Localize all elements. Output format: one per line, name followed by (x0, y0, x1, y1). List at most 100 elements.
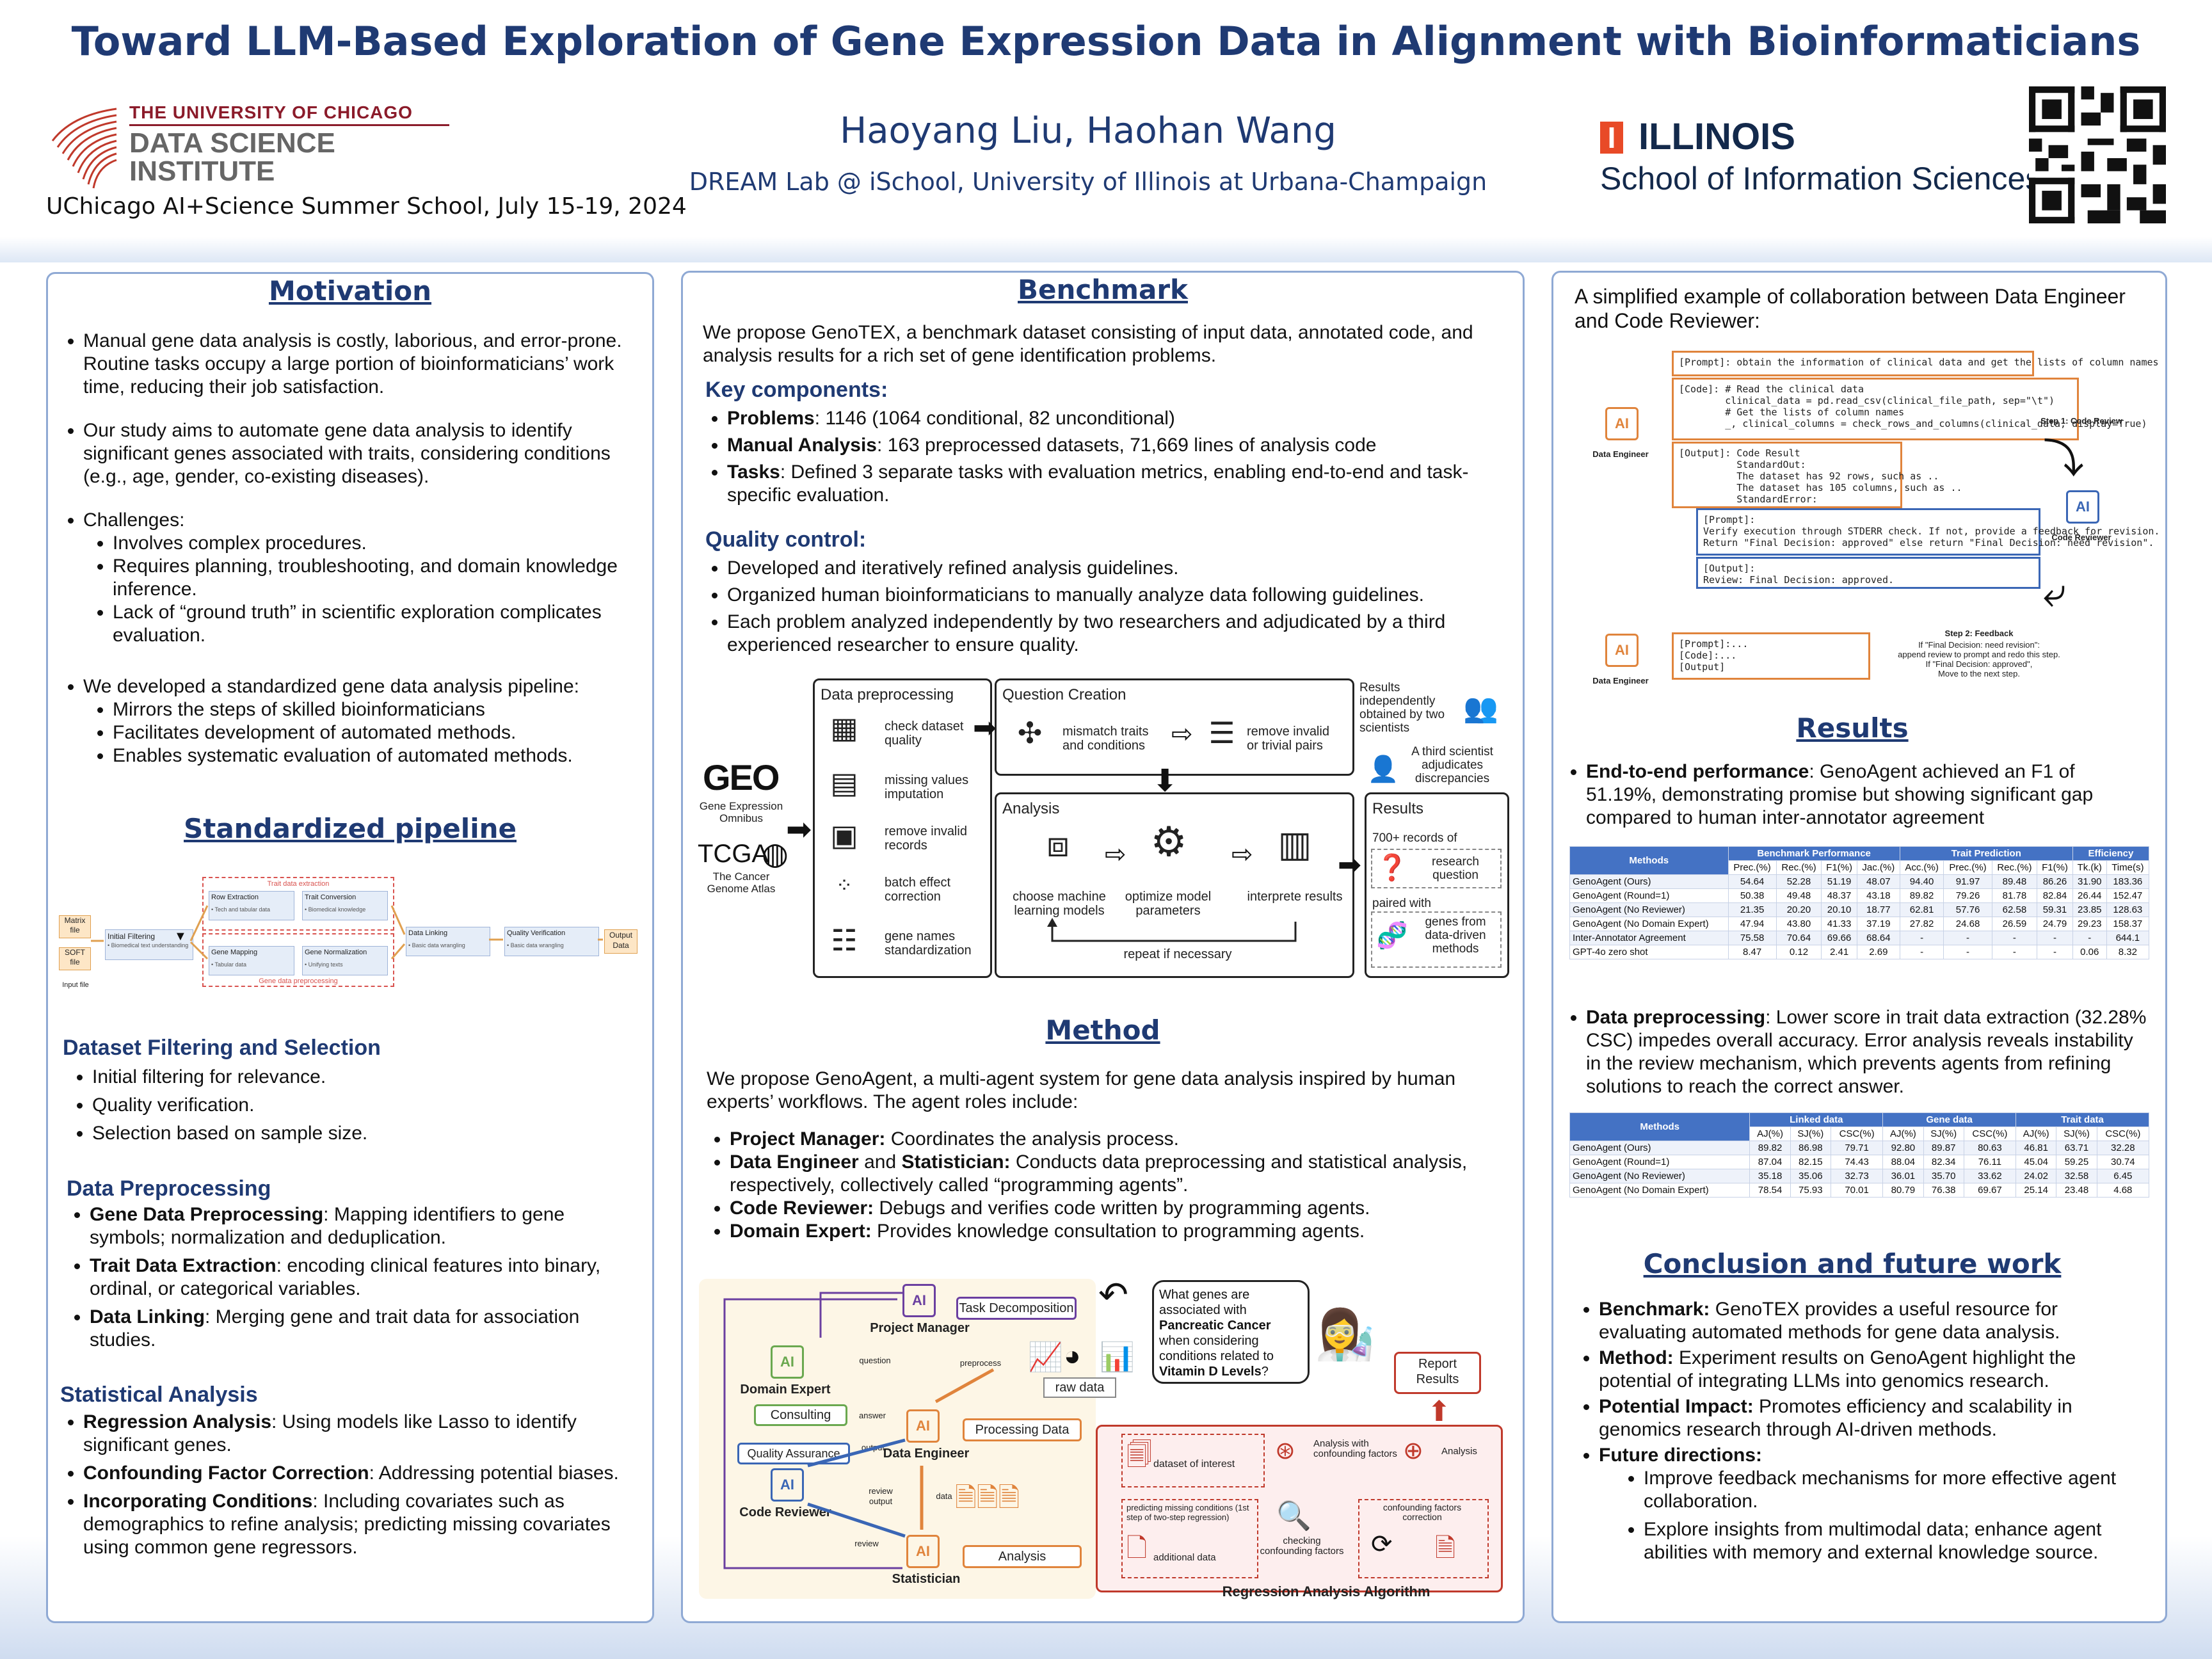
quality-verification-label: Quality Verification (507, 929, 566, 937)
table-cell: 2.69 (1856, 945, 1900, 959)
qr-code-icon[interactable] (2029, 86, 2166, 223)
trait-conversion: Trait Conversion • Biomedical knowledge (302, 891, 388, 920)
table-cell: 86.98 (1790, 1141, 1831, 1155)
key-text-2: : 163 preprocessed datasets, 71,669 line… (876, 435, 1377, 456)
table-cell: 29.23 (2072, 917, 2107, 931)
gene-normalization: Gene Normalization • Unifying texts (302, 946, 388, 975)
method-diagram: AI Project Manager Task Decomposition ↶ … (699, 1274, 1509, 1607)
bar-grid-icon: ▤ (830, 766, 858, 799)
table-cell: Inter-Annotator Agreement (1569, 931, 1729, 945)
e2e-term: End-to-end performance (1586, 761, 1809, 782)
stat-item-1: Regression Analysis: Using models like L… (83, 1411, 640, 1457)
analysis-wave-icon: ⊛ (1275, 1438, 1295, 1464)
table-column-header: Jac.(%) (1856, 860, 1900, 875)
step2-label: Step 2: Feedback (1944, 629, 2014, 638)
table-cell: - (1899, 945, 1944, 959)
gene-mapping: Gene Mapping • Tabular data (209, 946, 294, 975)
prep-step-1: check dataset quality (885, 719, 964, 748)
query-bubble: What genes are associated with Pancreati… (1152, 1280, 1310, 1384)
consulting-box: Consulting (754, 1404, 847, 1426)
table-group-header: Efficiency (2072, 846, 2150, 861)
table-cell: 32.28 (2096, 1141, 2150, 1155)
table-cell: 87.04 (1749, 1155, 1791, 1169)
table-column-header: F1(%) (1821, 860, 1857, 875)
row-extraction: Row Extraction • Tech and tabular data (209, 891, 294, 920)
code-reviewer-chip-1: AI (2066, 490, 2099, 524)
chart-remove-icon: ▣ (830, 819, 858, 852)
genes-label: genes from data-driven methods (1425, 915, 1486, 956)
step1-label: Step 1: Code Review (2040, 416, 2122, 426)
table-cell: 21.35 (1727, 902, 1777, 917)
task-decomposition-box: Task Decomposition (956, 1297, 1077, 1320)
key-item-2: Manual Analysis: 163 preprocessed datase… (727, 434, 1503, 457)
data-engineer-label-1: Data Engineer (1592, 449, 1649, 459)
dataset-filtering-list: Initial filtering for relevance. Quality… (64, 1066, 634, 1150)
conclusion-term-1: Benchmark: (1599, 1299, 1710, 1320)
role-term-1: Project Manager: (730, 1128, 886, 1150)
filtering-bullet-2: Quality verification. (92, 1094, 634, 1117)
e2e-text: : GenoAgent achieved an F1 of 51.19%, de… (1586, 761, 2094, 828)
results-heading: Results (1796, 712, 1909, 744)
data-preprocessing-heading: Data Preprocessing (67, 1176, 271, 1201)
trait-conversion-label: Trait Conversion (305, 894, 357, 901)
table-cell: GenoAgent (No Reviewer) (1569, 1169, 1751, 1183)
quality-control-heading: Quality control: (705, 527, 867, 552)
query-condition: Vitamin D Levels (1159, 1365, 1262, 1379)
table-cell: - (2072, 931, 2107, 945)
conclusion-text-2: Experiment results on GenoAgent highligh… (1599, 1347, 2076, 1391)
preprocessing-item-1: Gene Data Preprocessing: Mapping identif… (90, 1203, 640, 1249)
conclusion-text-1: GenoTEX provides a useful resource for e… (1599, 1299, 2060, 1343)
table-cell: - (1943, 931, 1992, 945)
key-text-1: : 1146 (1064 conditional, 82 uncondition… (814, 408, 1175, 429)
role-term-4: Domain Expert: (730, 1221, 872, 1242)
table-cell: 82.15 (1790, 1155, 1831, 1169)
challenge-1: Involves complex procedures. (113, 532, 634, 555)
table-cell: 48.07 (1856, 874, 1900, 889)
document-red-icon: 🗎 (1435, 1534, 1456, 1562)
table-cell: - (1991, 945, 2038, 959)
query-part-3: when considering conditions related to (1159, 1334, 1274, 1363)
prep-step-3: remove invalid records (885, 824, 967, 853)
preprocessing-item-3: Data Linking: Merging gene and trait dat… (90, 1306, 640, 1352)
analysis-step-2: optimize model parameters (1125, 890, 1212, 918)
results-prep: Data preprocessing: Lower score in trait… (1562, 1006, 2151, 1103)
table-column-header: Prec.(%) (1943, 860, 1992, 875)
project-manager-chip: AI (902, 1284, 936, 1317)
pipeline-diagram: Matrix file SOFT file Input file Initial… (55, 870, 644, 992)
stat-item-2: Confounding Factor Correction: Addressin… (83, 1462, 640, 1485)
bar-chart-icon: 📊 (1100, 1342, 1135, 1373)
collab-example: [Prompt]: obtain the information of clin… (1569, 344, 2160, 690)
records-label: 700+ records of (1372, 831, 1457, 845)
table-cell: 183.36 (2106, 874, 2150, 889)
table-column-header: Prec.(%) (1727, 860, 1777, 875)
table-cell: - (2037, 945, 2073, 959)
ischool-name: School of Information Sciences (1600, 161, 2042, 196)
arrow-up-icon: ⬆ (1427, 1396, 1451, 1427)
curve-arrow-icon: ⤶ (2043, 569, 2066, 615)
row-extraction-label: Row Extraction (211, 894, 259, 901)
table-cell: 76.11 (1963, 1155, 2017, 1169)
pipeline-point-1: Mirrors the steps of skilled bioinformat… (113, 698, 634, 721)
table-cell: 82.34 (1923, 1155, 1964, 1169)
arrow-right-icon: ➡ (786, 813, 812, 847)
conclusion-item-4: Future directions: Improve feedback mech… (1599, 1444, 2149, 1564)
role-item-1: Project Manager: Coordinates the analysi… (730, 1128, 1504, 1151)
results-title: Results (1372, 800, 1424, 817)
table-cell: 43.18 (1856, 888, 1900, 903)
table-cell: 45.04 (2016, 1155, 2057, 1169)
domain-expert-chip: AI (771, 1345, 804, 1379)
role-term-3: Code Reviewer: (730, 1198, 874, 1219)
table-cell: 35.70 (1923, 1169, 1964, 1183)
poster-title: Toward LLM-Based Exploration of Gene Exp… (71, 18, 2141, 65)
key-term-3: Tasks (727, 461, 780, 483)
gene-mapping-sub: • Tabular data (211, 961, 247, 968)
repeat-label: repeat if necessary (1123, 947, 1232, 961)
uchicago-name: THE UNIVERSITY OF CHICAGO (129, 102, 413, 122)
table-cell: 32.73 (1830, 1169, 1884, 1183)
confounding-correction: confounding factors correction (1382, 1502, 1462, 1522)
statistician-chip: AI (906, 1535, 940, 1568)
geo-logo: GEO (703, 757, 780, 797)
magnifier-icon: 🔍 (1276, 1500, 1311, 1532)
output-box-1: [Output]: Code Result StandardOut: The d… (1672, 442, 1962, 508)
